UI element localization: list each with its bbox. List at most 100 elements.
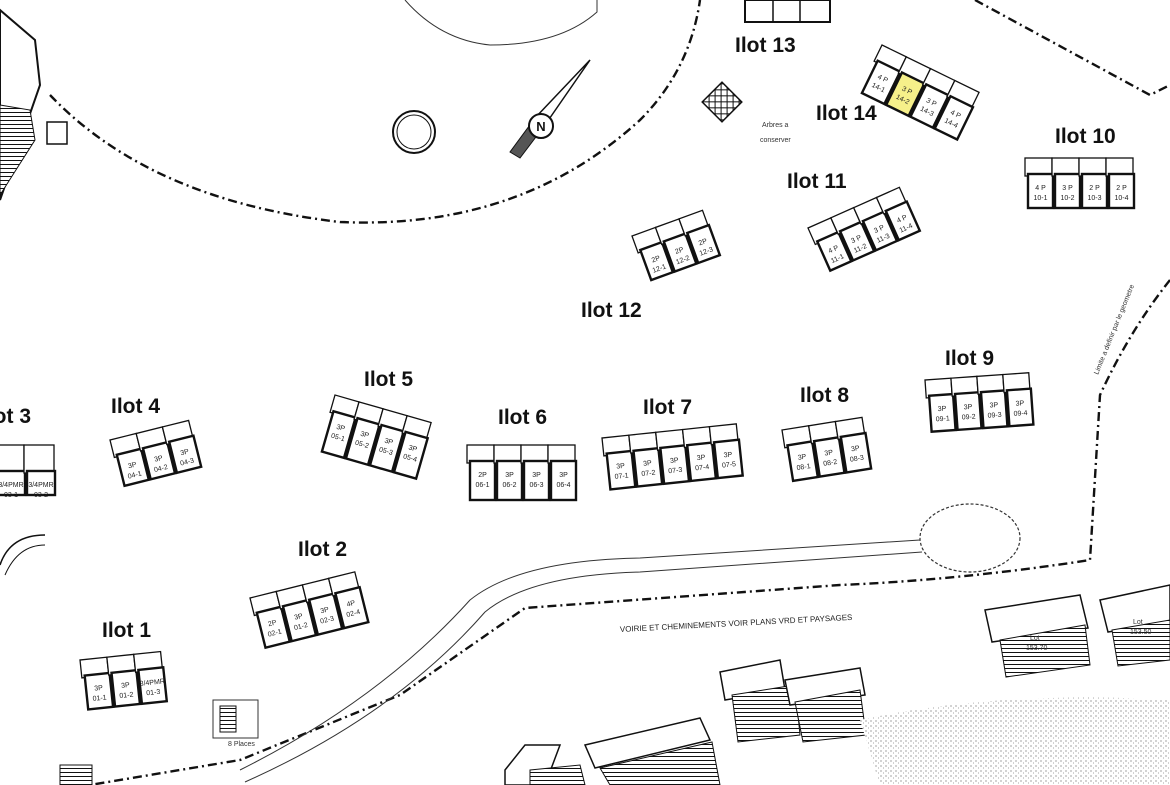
unit-type-label: 3 P (901, 86, 914, 97)
unit-number-label: 07-3 (668, 467, 683, 475)
unit-04-1[interactable] (115, 447, 151, 488)
unit-09-3[interactable] (979, 389, 1009, 430)
ilot-10-label: Ilot 10 (1055, 125, 1116, 148)
unit-type-label: 2 P (1089, 185, 1100, 192)
ilot-9-label: Ilot 9 (945, 347, 994, 370)
unit-type-label: 3P (180, 448, 190, 457)
unit-14-3[interactable] (908, 82, 951, 130)
unit-01-2[interactable] (281, 598, 318, 643)
unit-08-1[interactable] (786, 440, 820, 483)
unit-11-3[interactable] (861, 210, 899, 252)
unit-type-label: 3 P (873, 224, 886, 235)
compass-letter: N (536, 119, 545, 134)
unit-02-1[interactable] (255, 605, 292, 650)
unit-02-3[interactable] (307, 592, 344, 637)
unit-09-1[interactable] (927, 392, 957, 433)
unit-09-2[interactable] (953, 390, 983, 432)
unit-01-1[interactable] (83, 671, 115, 711)
unit-number-label: 07-5 (722, 461, 737, 469)
unit-05-1[interactable] (320, 409, 358, 460)
unit-number-label: 09-1 (936, 415, 951, 423)
unit-type-label: 3P (964, 404, 973, 412)
unit-type-label: 3P (505, 472, 514, 479)
unit-type-label: 3P (989, 402, 998, 410)
unit-number-label: 02-1 (267, 628, 282, 638)
unit-11-4[interactable] (884, 199, 922, 242)
parking-note: 8 Places (228, 741, 255, 748)
unit-05-2[interactable] (344, 416, 382, 467)
unit-number-label: 11-3 (876, 233, 891, 245)
unit-number-label: 05-1 (330, 433, 345, 444)
unit-12-2[interactable] (662, 232, 698, 274)
unit-01-3[interactable] (137, 666, 169, 706)
unit-type-label: 3P (643, 460, 653, 468)
unit-03-1[interactable] (0, 469, 27, 497)
unit-07-4[interactable] (685, 441, 718, 483)
unit-06-2[interactable] (495, 459, 524, 502)
unit-10-2[interactable] (1053, 172, 1082, 210)
unit-09-4[interactable] (1005, 387, 1035, 428)
unit-06-3[interactable] (522, 459, 551, 502)
unit-07-5[interactable] (712, 438, 745, 480)
unit-type-label: 4 P (896, 214, 909, 225)
unit-type-label: 2P (674, 246, 685, 256)
unit-12-1[interactable] (638, 240, 675, 282)
ilot-14-label: Ilot 14 (816, 102, 877, 125)
unit-05-4[interactable] (392, 430, 430, 481)
unit-02-4[interactable] (333, 585, 370, 630)
unit-number-label: 11-4 (899, 223, 914, 235)
unit-11-2[interactable] (838, 220, 876, 263)
unit-07-3[interactable] (659, 444, 691, 486)
unit-11-1[interactable] (815, 230, 853, 273)
unit-14-2[interactable] (884, 70, 927, 118)
unit-04-2[interactable] (141, 440, 177, 481)
ilot-groups: 3P01-13P01-23/4PMR01-32P02-13P01-23P02-3… (0, 44, 1136, 711)
unit-type-label: 3/4PMR (139, 678, 165, 688)
unit-03-2[interactable] (25, 469, 57, 497)
unit-01-2[interactable] (110, 668, 142, 708)
unit-type-label: 3P (294, 613, 304, 622)
unit-number-label: 05-2 (354, 440, 369, 451)
unit-06-4[interactable] (549, 459, 578, 502)
unit-07-1[interactable] (605, 449, 637, 491)
unit-type-label: 3P (938, 406, 947, 414)
unit-08-3[interactable] (839, 431, 873, 474)
unit-12-3[interactable] (685, 223, 722, 265)
unit-number-label: 10-4 (1114, 195, 1128, 202)
ilot-6-label: Ilot 6 (498, 406, 547, 429)
unit-type-label: 3P (797, 454, 807, 462)
unit-10-3[interactable] (1080, 172, 1109, 210)
unit-10-1[interactable] (1026, 172, 1055, 210)
unit-type-label: 3P (359, 431, 369, 440)
unit-08-2[interactable] (812, 435, 846, 479)
ilot-13-label: Ilot 13 (735, 34, 796, 57)
terrain-dotted-area (860, 697, 1170, 785)
unit-type-label: 3P (824, 449, 834, 457)
ilot-2-label: Ilot 2 (298, 538, 347, 561)
unit-type-label: 3/4PMR (0, 482, 24, 489)
unit-04-3[interactable] (167, 434, 203, 475)
unit-06-1[interactable] (468, 459, 497, 502)
unit-10-4[interactable] (1107, 172, 1136, 210)
ilot-11-building: 4 P11-13 P11-23 P11-34 P11-4 (807, 186, 922, 273)
unit-14-1[interactable] (860, 59, 902, 106)
unit-type-label: 2P (651, 255, 662, 265)
unit-14-4[interactable] (933, 94, 975, 142)
ilot-4-label: Ilot 4 (111, 395, 160, 418)
unit-05-3[interactable] (368, 423, 406, 474)
lot-note-2-value: 153.50 (1130, 629, 1152, 636)
unit-07-2[interactable] (632, 446, 664, 488)
unit-type-label: 3P (154, 455, 164, 464)
unit-number-label: 02-4 (346, 609, 361, 619)
unit-number-label: 06-2 (502, 482, 516, 489)
unit-type-label: 2P (698, 238, 709, 248)
unit-number-label: 12-2 (675, 255, 691, 266)
ilot-10-building: 4 P10-13 P10-22 P10-32 P10-4 (1024, 157, 1136, 210)
